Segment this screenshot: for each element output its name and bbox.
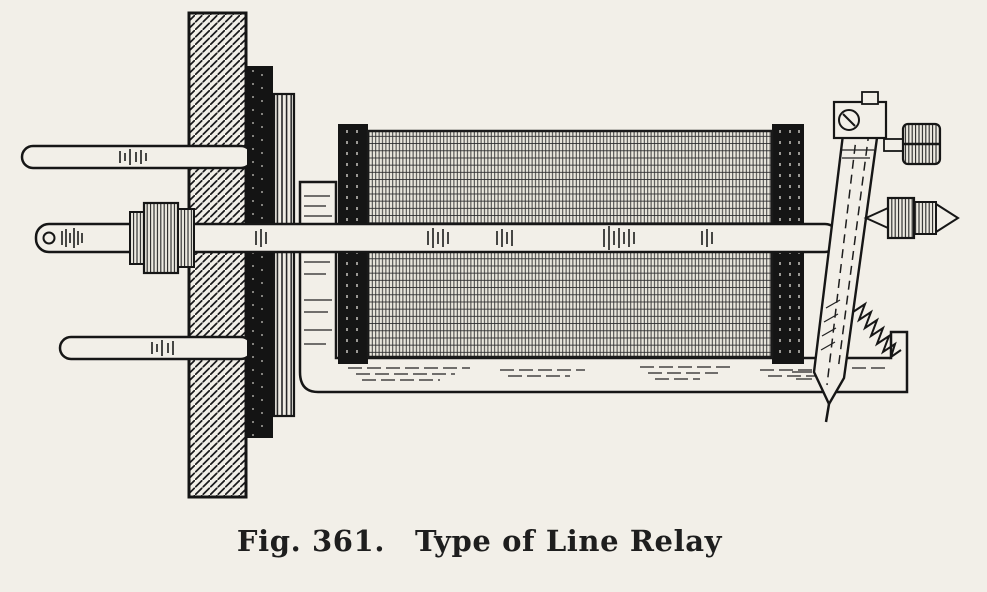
figure-title: Type of Line Relay [415, 524, 723, 558]
knurled-terminal-nut [129, 201, 195, 275]
retractile-spring [852, 301, 902, 360]
upper-terminal-rod [20, 144, 254, 170]
contact-pin [824, 403, 831, 423]
armature-assembly [792, 91, 960, 423]
mounting-plate [187, 11, 248, 499]
pivot-screw-slot [842, 113, 856, 127]
figure-label: Fig. 361. [236, 524, 386, 558]
armature-dashed-lines [826, 129, 870, 386]
lower-terminal-rod [58, 335, 254, 361]
flange-texture [346, 130, 800, 358]
adjusting-thumbscrew [883, 122, 942, 166]
lower-rod-shading [151, 340, 174, 356]
contact-screw [863, 196, 960, 240]
core-rod-shading [61, 226, 713, 250]
figure-caption: Fig. 361. Type of Line Relay [0, 524, 973, 558]
spool-flange [272, 92, 296, 418]
armature-shading [792, 149, 874, 380]
bracket-stud [861, 91, 879, 105]
frame-arm-shading [304, 195, 332, 345]
upper-rod-shading [119, 149, 147, 165]
core-rod-eyelet [42, 231, 56, 245]
